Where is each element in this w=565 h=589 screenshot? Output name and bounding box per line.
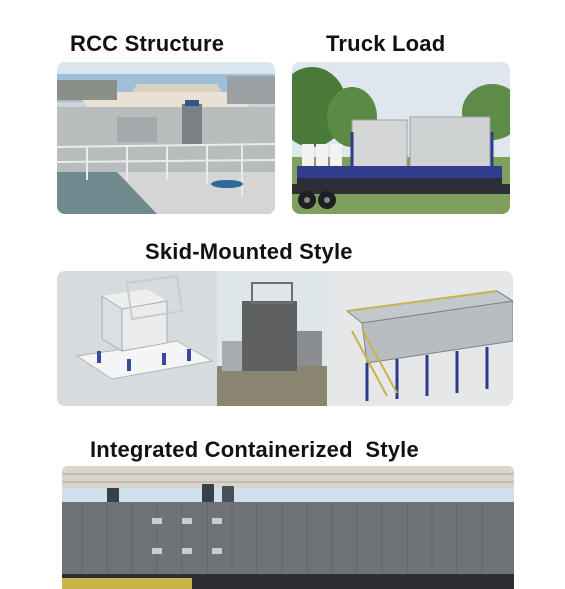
- heading-integrated-containerized-style: Integrated Containerized Style: [90, 437, 419, 462]
- heading-rcc-structure: RCC Structure: [70, 31, 225, 56]
- rcc-structure-photo: [57, 62, 275, 214]
- truck-load-photo: [292, 62, 510, 214]
- integrated-containerized-photo: [62, 466, 514, 589]
- heading-skid-mounted-style: Skid-Mounted Style: [145, 239, 353, 264]
- heading-truck-load: Truck Load: [326, 31, 446, 56]
- skid-mounted-photo: [57, 271, 513, 406]
